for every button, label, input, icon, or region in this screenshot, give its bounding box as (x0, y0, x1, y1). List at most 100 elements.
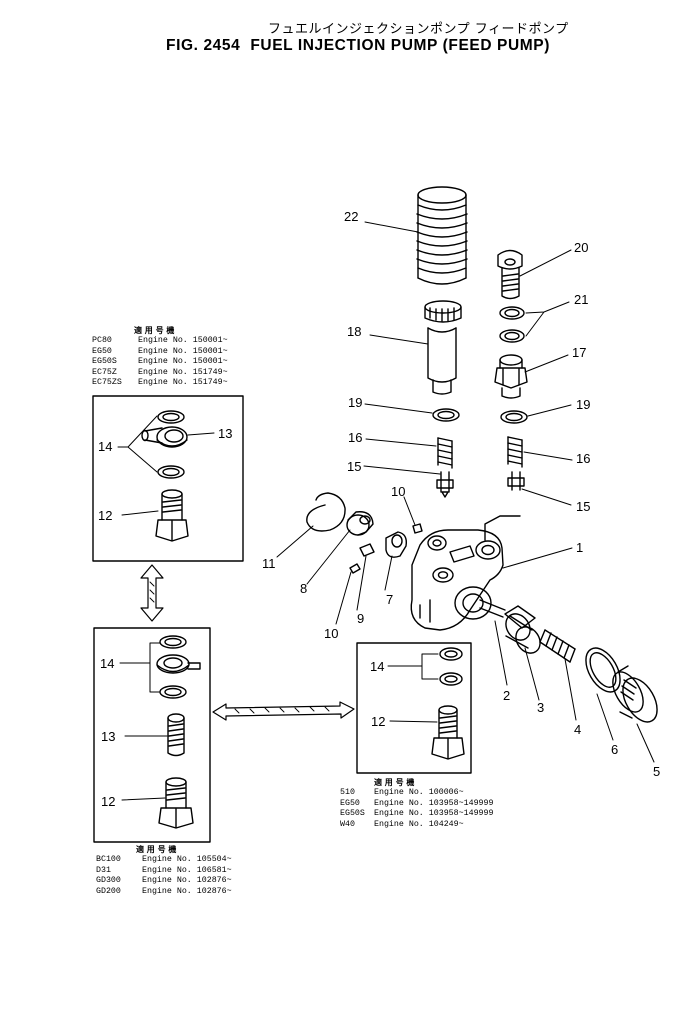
model-cell: W40 (340, 819, 355, 829)
callout-4: 4 (574, 722, 582, 737)
part-15-valve-left (436, 471, 454, 498)
model-cell: EG50S (340, 809, 365, 819)
double-arrow-vertical (140, 564, 164, 622)
callout-20: 20 (574, 240, 589, 255)
callout-16-left: 16 (348, 430, 363, 445)
inset1-callout-13: 13 (218, 426, 233, 441)
callout-10-upper: 10 (391, 484, 406, 499)
callout-6: 6 (611, 742, 619, 757)
inset2-callout-12: 12 (101, 794, 116, 809)
inset3-parts (431, 647, 465, 760)
model-cell: EG50 (340, 798, 360, 808)
inset1-callout-14: 14 (98, 439, 113, 454)
inset1-parts (141, 410, 189, 542)
table-row: D31 Engine No. 106581~ (96, 866, 232, 876)
model-cell: D31 (96, 865, 111, 875)
callout-16-right: 16 (576, 451, 591, 466)
inset2-parts (156, 635, 201, 829)
part-18-priming-plunger (424, 300, 462, 395)
table-row: EC75ZS Engine No. 151749~ (92, 378, 228, 388)
inset-box-bottom-left (93, 627, 211, 843)
table-row: EG50 Engine No. 150001~ (92, 347, 228, 357)
figure-title: FIG. 2454 FUEL INJECTION PUMP (FEED PUMP) (166, 37, 560, 55)
table-header: 適 用 号 機 (374, 778, 415, 787)
callout-18: 18 (347, 324, 362, 339)
part-11-snap-ring (306, 492, 346, 532)
leader-lines (276, 221, 655, 763)
part-3-ring (505, 613, 541, 654)
part-5-plug (612, 665, 658, 723)
callout-9: 9 (357, 611, 365, 626)
callout-15-left: 15 (347, 459, 362, 474)
table-row: BC100 Engine No. 105504~ (96, 855, 232, 865)
part-16-spring-left (437, 437, 453, 469)
inset3-callout-12: 12 (371, 714, 386, 729)
figure-number: FIG. 2454 (166, 37, 241, 54)
inset-box-top-left (92, 395, 244, 562)
part-22-bellows (416, 186, 468, 285)
model-cell: 510 (340, 788, 355, 798)
callout-7: 7 (386, 592, 394, 607)
callout-21: 21 (574, 292, 589, 307)
engine-cell: Engine No. 103958~149999 (374, 798, 494, 808)
engine-cell: Engine No. 151749~ (138, 378, 228, 388)
callout-11: 11 (262, 556, 276, 571)
table-row: W40 Engine No. 104249~ (340, 820, 494, 830)
callout-3: 3 (537, 700, 545, 715)
inset2-callout-13: 13 (101, 729, 116, 744)
inset2-leaders (119, 642, 168, 801)
part-6-gasket-ring (585, 647, 621, 693)
engine-cell: Engine No. 150001~ (138, 346, 228, 356)
model-cell: EC75ZS (92, 378, 122, 388)
part-1-pump-body (410, 515, 521, 631)
callout-2: 2 (503, 688, 511, 703)
callout-5: 5 (653, 764, 661, 779)
part-21-gaskets (499, 306, 525, 343)
double-arrow-horizontal (212, 701, 355, 721)
engine-cell: Engine No. 104249~ (374, 819, 464, 829)
part-10-screw-lower (349, 563, 361, 574)
part-2-piston (504, 605, 536, 629)
engine-cell: Engine No. 103958~149999 (374, 809, 494, 819)
part-19-gasket-left (432, 408, 460, 422)
table-row: EC75Z Engine No. 151749~ (92, 368, 228, 378)
callout-19-left: 19 (348, 395, 363, 410)
part-16-spring-right (507, 436, 523, 468)
table-row: EG50S Engine No. 103958~149999 (340, 809, 494, 819)
callout-17: 17 (572, 345, 587, 360)
figure-caption: FUEL INJECTION PUMP (FEED PUMP) (250, 37, 550, 54)
callout-8: 8 (300, 581, 308, 596)
japanese-title: フュエルインジェクションポンプ フィードポンプ (268, 22, 569, 37)
inset3-leaders (387, 653, 439, 723)
inset3-callout-14: 14 (370, 659, 385, 674)
table-header: 適 用 号 機 (134, 326, 175, 335)
engine-cell: Engine No. 106581~ (142, 865, 232, 875)
table-row: EG50 Engine No. 103958~149999 (340, 799, 494, 809)
part-15-valve-right (507, 471, 525, 491)
model-cell: GD200 (96, 886, 121, 896)
model-cell: EG50 (92, 346, 112, 356)
engine-cell: Engine No. 102876~ (142, 886, 232, 896)
callout-22: 22 (344, 209, 359, 224)
inset2-callout-14: 14 (100, 656, 115, 671)
model-cell: PC80 (92, 336, 112, 346)
model-cell: EG50S (92, 357, 117, 367)
table-row: GD300 Engine No. 102876~ (96, 876, 232, 886)
engine-cell: Engine No. 151749~ (138, 367, 228, 377)
engine-cell: Engine No. 102876~ (142, 876, 232, 886)
model-cell: EC75Z (92, 367, 117, 377)
callout-10-lower: 10 (324, 626, 339, 641)
model-cell: BC100 (96, 855, 121, 865)
model-cell: GD300 (96, 876, 121, 886)
part-19-gasket-right (500, 410, 528, 424)
callout-15-right: 15 (576, 499, 591, 514)
table-row: GD200 Engine No. 102876~ (96, 887, 232, 897)
inset1-callout-12: 12 (98, 508, 113, 523)
engine-cell: Engine No. 105504~ (142, 855, 232, 865)
